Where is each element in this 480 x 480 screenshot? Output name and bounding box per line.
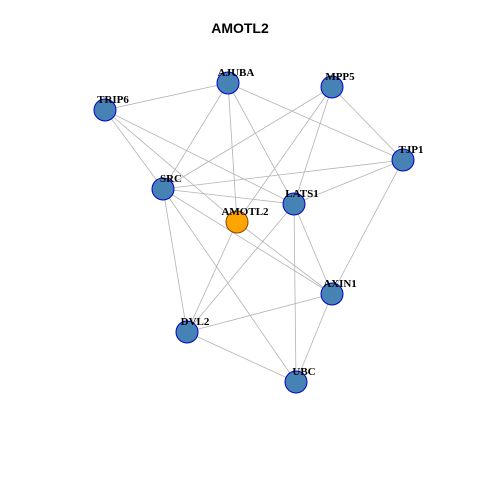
node-axin1[interactable]: AXIN1 (320, 278, 357, 306)
edge-tjp1-lats1 (293, 159, 404, 205)
node-circle-lats1[interactable] (282, 192, 306, 216)
node-mpp5[interactable]: MPP5 (320, 71, 355, 99)
edge-dvl2-ubc (186, 331, 297, 383)
node-lats1[interactable]: LATS1 (282, 188, 319, 216)
node-circle-axin1[interactable] (320, 282, 344, 306)
node-label-ajuba: AJUBA (218, 67, 255, 79)
node-circle-src[interactable] (151, 177, 175, 201)
edge-axin1-ubc (295, 293, 333, 383)
edge-axin1-dvl2 (186, 293, 333, 333)
node-amotl2[interactable]: AMOTL2 (221, 206, 269, 234)
node-label-ubc: UBC (292, 366, 315, 378)
edge-trip6-ajuba (104, 82, 229, 111)
edge-ajuba-lats1 (227, 82, 295, 205)
edge-lats1-axin1 (293, 203, 333, 295)
node-circle-tjp1[interactable] (391, 148, 415, 172)
node-label-tjp1: TJP1 (398, 144, 423, 156)
edge-trip6-src (104, 109, 164, 190)
edge-lats1-dvl2 (186, 203, 295, 333)
node-ajuba[interactable]: AJUBA (216, 67, 255, 95)
node-tjp1[interactable]: TJP1 (391, 144, 424, 172)
edge-mpp5-lats1 (293, 86, 333, 205)
edge-src-lats1 (162, 188, 295, 205)
edge-tjp1-src (162, 159, 404, 190)
node-dvl2[interactable]: DVL2 (175, 316, 210, 344)
edge-amotl2-axin1 (236, 221, 333, 295)
edge-ajuba-amotl2 (227, 82, 238, 223)
node-label-axin1: AXIN1 (323, 278, 357, 290)
edge-src-ubc (162, 188, 297, 383)
node-trip6[interactable]: TRIP6 (93, 94, 129, 122)
edge-ajuba-tjp1 (227, 82, 404, 161)
edge-trip6-amotl2 (104, 109, 238, 223)
node-label-mpp5: MPP5 (325, 71, 355, 83)
node-circle-ajuba[interactable] (216, 71, 240, 95)
edge-src-dvl2 (162, 188, 188, 333)
edge-ajuba-src (162, 82, 229, 190)
edge-amotl2-dvl2 (186, 221, 238, 333)
node-circle-trip6[interactable] (93, 98, 117, 122)
edge-src-axin1 (162, 188, 333, 295)
node-circle-dvl2[interactable] (175, 320, 199, 344)
diagram-title: AMOTL2 (211, 20, 269, 36)
node-label-trip6: TRIP6 (97, 94, 129, 106)
node-circle-amotl2[interactable] (225, 210, 249, 234)
edge-lats1-ubc (293, 203, 297, 383)
node-ubc[interactable]: UBC (284, 366, 316, 394)
node-label-lats1: LATS1 (285, 188, 318, 200)
node-label-dvl2: DVL2 (181, 316, 210, 328)
edge-trip6-lats1 (104, 109, 295, 205)
node-label-amotl2: AMOTL2 (221, 206, 269, 218)
node-circle-mpp5[interactable] (320, 75, 344, 99)
edge-layer (104, 82, 404, 383)
node-circle-ubc[interactable] (284, 370, 308, 394)
node-src[interactable]: SRC (151, 173, 182, 201)
edge-mpp5-tjp1 (331, 86, 404, 161)
edge-mpp5-src (162, 86, 333, 190)
node-label-src: SRC (160, 173, 182, 185)
edge-tjp1-axin1 (331, 159, 404, 295)
